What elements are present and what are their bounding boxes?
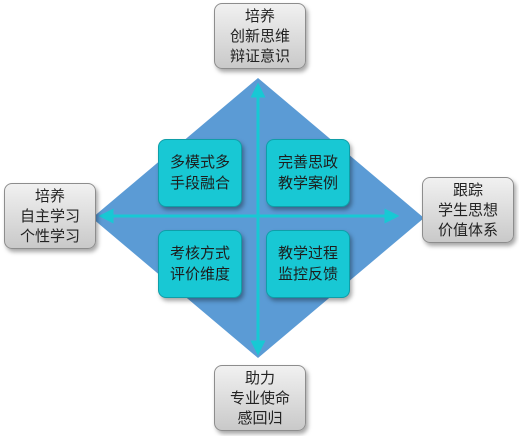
right-goal-line-3: 价值体系 (437, 221, 498, 239)
top-goal-line-2: 创新思维 (229, 27, 290, 45)
quadrant-top-right: 完善思政 教学案例 (266, 139, 350, 207)
quadrant-bottom-right-line-1: 教学过程 (277, 244, 338, 262)
left-goal-box: 培养 自主学习 个性学习 (4, 183, 96, 249)
right-goal-box: 跟踪 学生思想 价值体系 (422, 177, 514, 243)
top-goal-line-3: 辩证意识 (229, 47, 290, 65)
top-goal-box: 培养 创新思维 辩证意识 (214, 3, 306, 69)
quadrant-top-right-line-1: 完善思政 (277, 153, 338, 171)
right-goal-line-1: 跟踪 (452, 181, 483, 199)
left-goal-line-1: 培养 (34, 187, 65, 205)
quadrant-bottom-left: 考核方式 评价维度 (158, 230, 242, 298)
bottom-goal-line-1: 助力 (244, 369, 275, 387)
top-goal-line-1: 培养 (244, 7, 275, 25)
quadrant-bottom-left-line-1: 考核方式 (169, 244, 230, 262)
quadrant-top-left: 多模式多 手段融合 (158, 139, 242, 207)
bottom-goal-box: 助力 专业使命 感回归 (214, 365, 306, 431)
quadrant-bottom-right-line-2: 监控反馈 (277, 265, 338, 283)
quadrant-bottom-left-line-2: 评价维度 (169, 265, 230, 283)
quadrant-top-left-line-1: 多模式多 (169, 153, 230, 171)
right-goal-line-2: 学生思想 (437, 201, 498, 219)
left-goal-line-3: 个性学习 (19, 227, 80, 245)
quadrant-top-right-line-2: 教学案例 (277, 174, 338, 192)
quadrant-top-left-line-2: 手段融合 (169, 174, 230, 192)
left-goal-line-2: 自主学习 (19, 207, 80, 225)
bottom-goal-line-3: 感回归 (237, 409, 283, 427)
bottom-goal-line-2: 专业使命 (229, 389, 290, 407)
quadrant-bottom-right: 教学过程 监控反馈 (266, 230, 350, 298)
